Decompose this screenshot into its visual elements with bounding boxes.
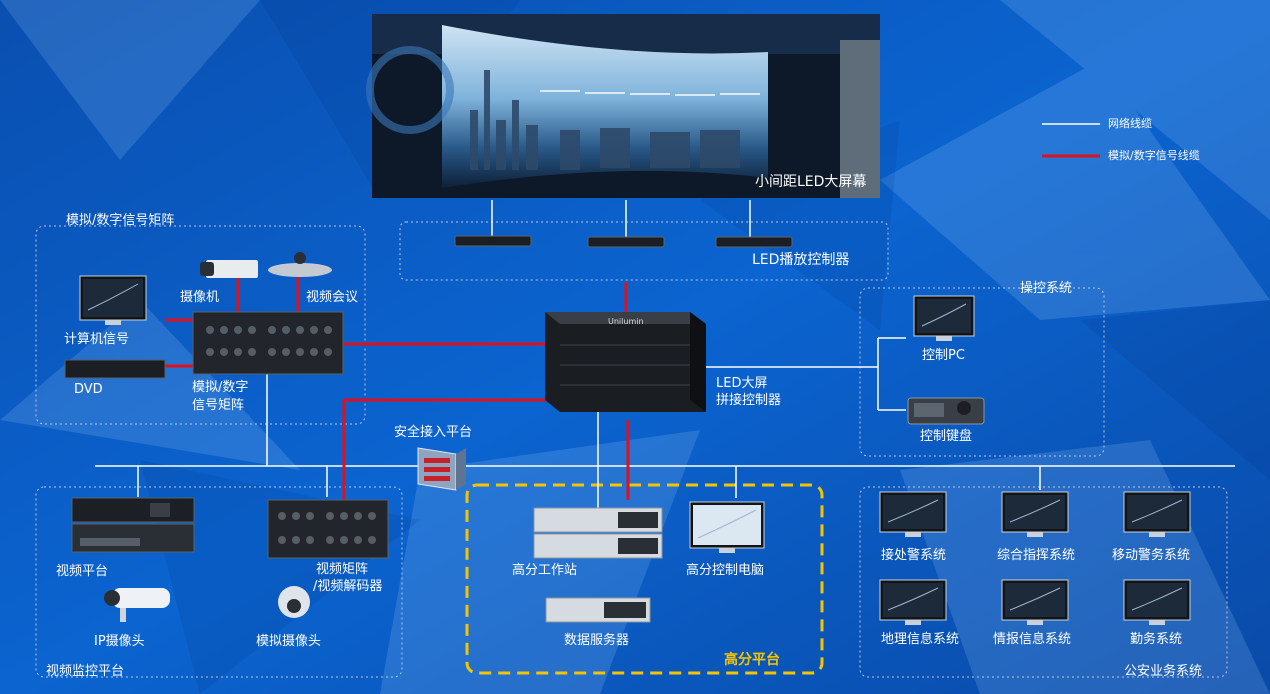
- splice-controller-label-2: 拼接控制器: [716, 393, 782, 408]
- computer-signal-label: 计算机信号: [64, 332, 130, 347]
- control-keyboard-label: 控制键盘: [920, 429, 973, 444]
- police-system-4: 地理信息系统: [881, 632, 960, 647]
- legend-network-label: 网络线缆: [1108, 117, 1152, 130]
- video-matrix-label-2: /视频解码器: [313, 579, 383, 594]
- data-server-device: [545, 597, 651, 623]
- police-monitor-icon-2: [1001, 491, 1069, 537]
- camera-label: 摄像机: [180, 290, 220, 305]
- led-screen-label: 小间距LED大屏幕: [755, 174, 867, 190]
- computer-signal-monitor-icon: [79, 275, 147, 325]
- police-monitor-icon-1: [879, 491, 947, 537]
- camera-device: [200, 260, 258, 278]
- splice-controller-label-1: LED大屏: [716, 376, 768, 391]
- control-keyboard-device: [907, 397, 985, 425]
- control-system-group-box: [859, 287, 1105, 457]
- police-monitor-icon-6: [1123, 579, 1191, 625]
- signal-matrix-label-2: 信号矩阵: [192, 398, 245, 413]
- police-system-1: 接处警系统: [881, 548, 947, 563]
- signal-matrix-label-1: 模拟/数字: [192, 380, 249, 395]
- led-controllers-label: LED播放控制器: [752, 252, 850, 268]
- hd-control-monitor-icon: [689, 501, 765, 553]
- ip-camera-device: [104, 588, 170, 622]
- splice-controller-brand: Unilumin: [608, 317, 644, 326]
- hd-workstation-device: [533, 507, 663, 559]
- video-platform-label: 视频平台: [56, 564, 109, 579]
- video-matrix-label-1: 视频矩阵: [316, 562, 369, 577]
- ip-camera-label: IP摄像头: [94, 634, 145, 649]
- security-access-device: [417, 447, 466, 491]
- video-platform-device: [71, 497, 195, 553]
- hd-platform-title: 高分平台: [724, 652, 780, 668]
- signal-matrix-device: [192, 311, 344, 375]
- video-matrix-device: [267, 499, 389, 559]
- led-controller-units: [454, 235, 793, 248]
- video-monitoring-group-box: [35, 486, 403, 678]
- hd-workstation-label: 高分工作站: [512, 563, 578, 578]
- dvd-label: DVD: [74, 382, 103, 397]
- security-access-label: 安全接入平台: [394, 425, 473, 440]
- led-screen-image: [366, 14, 880, 198]
- police-systems-title: 公安业务系统: [1124, 664, 1203, 679]
- signal-matrix-group-box: [35, 225, 366, 425]
- police-monitor-icon-5: [1001, 579, 1069, 625]
- monitor-icons: [79, 275, 1191, 625]
- legend-signal-label: 模拟/数字信号线缆: [1108, 149, 1200, 162]
- police-systems-group-box: [859, 486, 1228, 678]
- analog-camera-device: [278, 586, 310, 618]
- splice-controller-device: [545, 312, 706, 412]
- dvd-device: [64, 359, 166, 379]
- control-pc-monitor-icon: [913, 295, 975, 341]
- control-pc-label: 控制PC: [922, 348, 965, 363]
- hd-control-computer-label: 高分控制电脑: [686, 563, 765, 578]
- police-system-5: 情报信息系统: [993, 632, 1072, 647]
- data-server-label: 数据服务器: [564, 633, 630, 648]
- police-system-6: 勤务系统: [1130, 632, 1183, 647]
- control-system-title: 操控系统: [1020, 281, 1073, 296]
- video-conference-label: 视频会议: [306, 290, 359, 305]
- police-system-3: 移动警务系统: [1112, 548, 1191, 563]
- signal-matrix-group-title: 模拟/数字信号矩阵: [66, 213, 175, 228]
- analog-camera-label: 模拟摄像头: [256, 634, 322, 649]
- police-monitor-icon-4: [879, 579, 947, 625]
- police-system-2: 综合指挥系统: [997, 548, 1076, 563]
- video-monitoring-title: 视频监控平台: [46, 664, 125, 679]
- video-conference-device: [268, 252, 332, 277]
- police-monitor-icon-3: [1123, 491, 1191, 537]
